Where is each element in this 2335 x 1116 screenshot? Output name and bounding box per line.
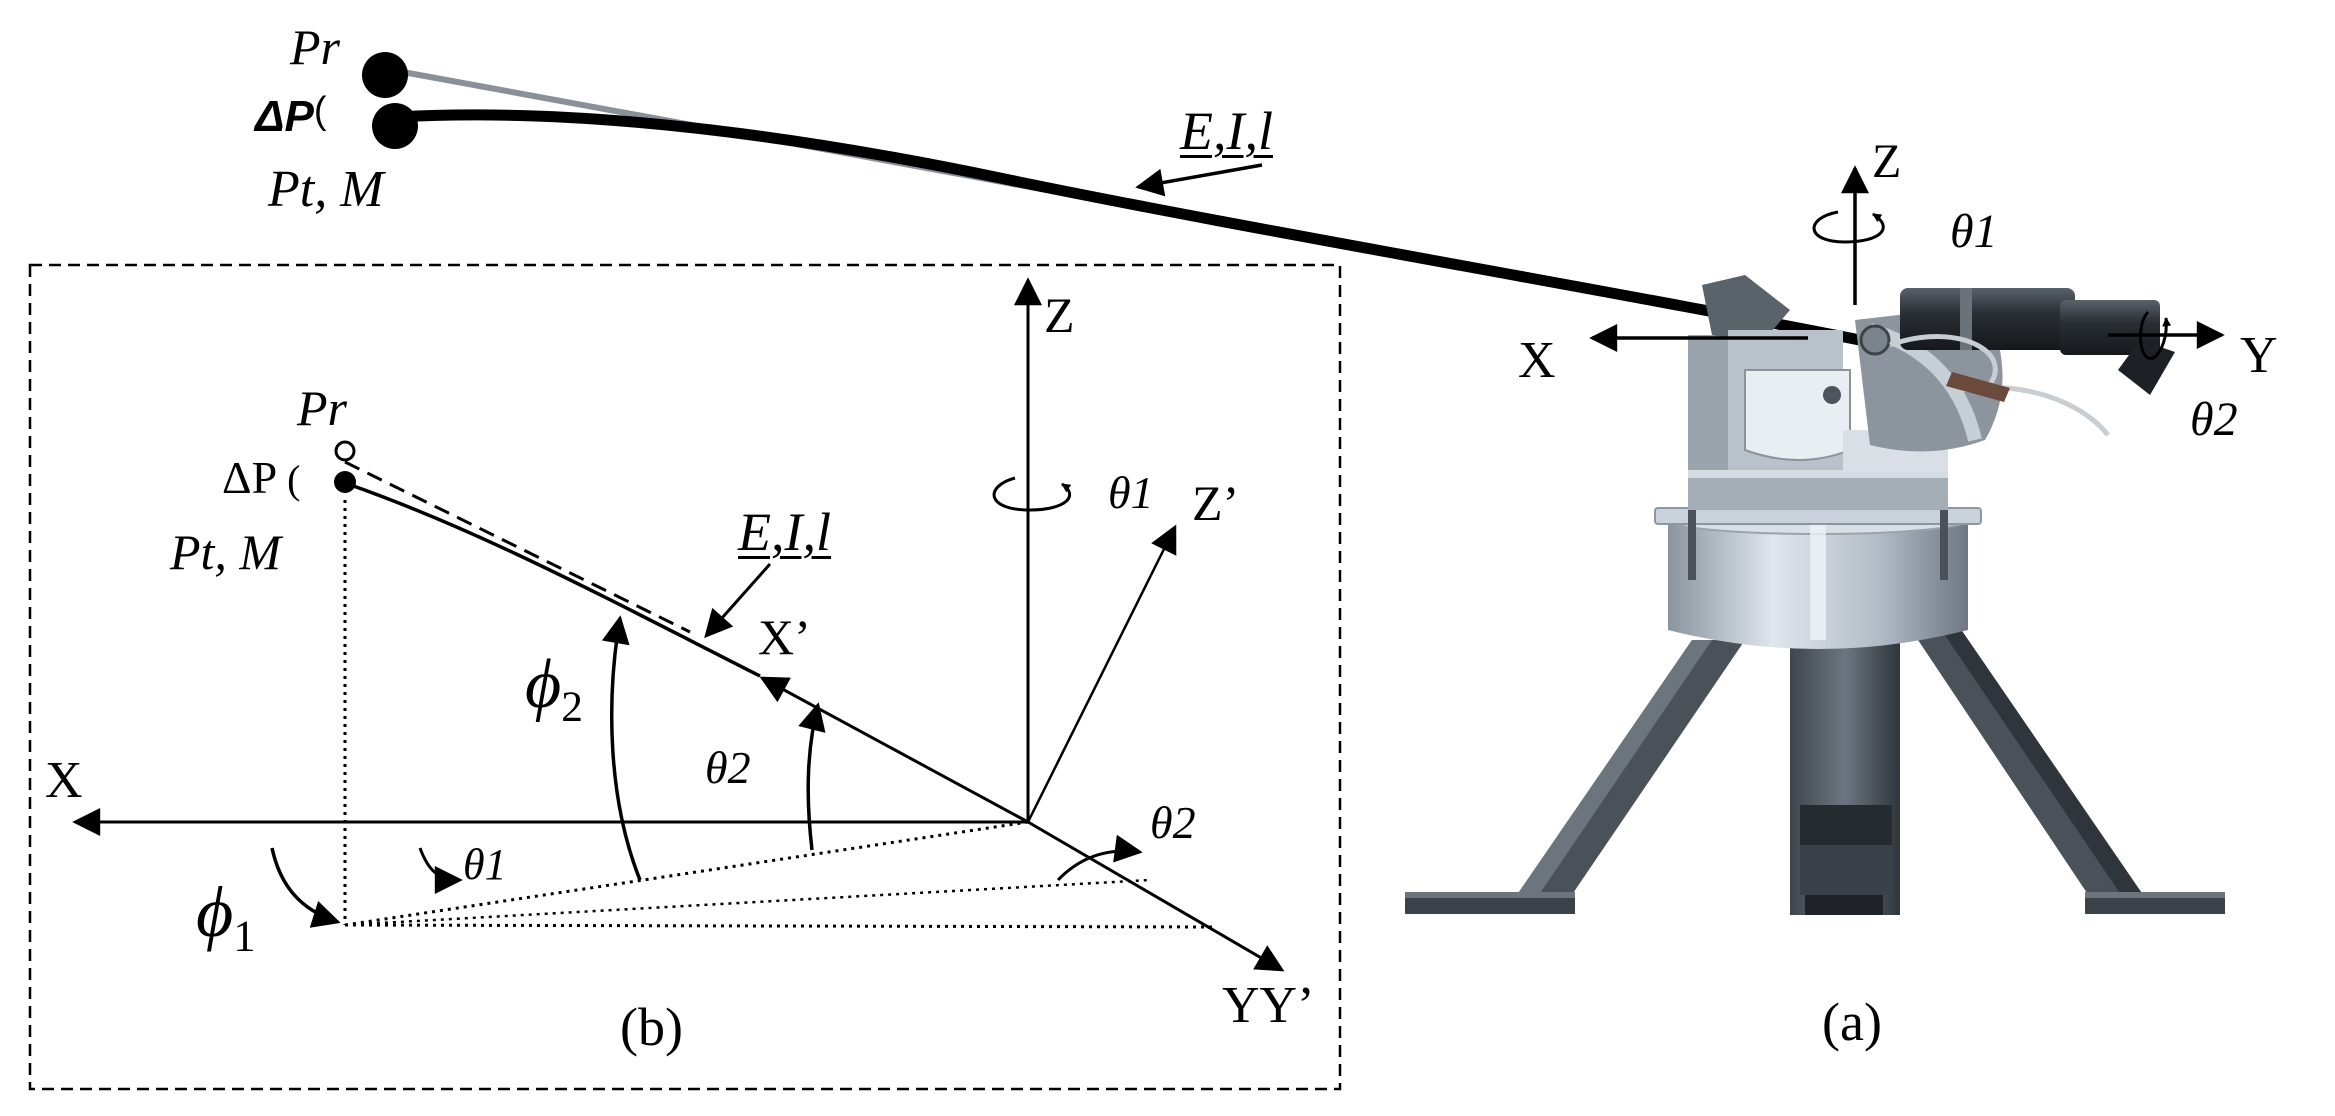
b-label-axis-z-prime: Z’ [1192, 475, 1240, 531]
a-label-point-delta-text: ΔP [255, 92, 314, 141]
b-label-point-delta-text: ΔP [222, 452, 278, 503]
point-target-marker [372, 103, 418, 149]
b-axis-xprime-arrow [759, 676, 1029, 824]
b-beam-label-pointer [704, 563, 772, 639]
a-label-axis-x: X [1518, 332, 1556, 389]
a-theta2-rotation-icon [2139, 310, 2172, 360]
b-label-phi1: ϕ1 [196, 876, 256, 958]
a-label-axis-y: Y [2240, 327, 2278, 384]
b-axis-zprime-arrow [1026, 524, 1177, 823]
beam-deflected-curve [392, 109, 1886, 350]
b-label-axis-x-prime: X’ [758, 609, 811, 665]
beam-label-pointer [1135, 163, 1263, 197]
b-theta2-rotation-icon [1056, 834, 1143, 882]
b-axis-yyprime-arrow [1027, 820, 1285, 972]
b-label-theta1-angle: θ1 [463, 840, 507, 889]
a-label-point-delta: ΔP( [255, 90, 327, 141]
b-phi2-arc [601, 615, 642, 881]
b-label-theta1-rotation: θ1 [1108, 467, 1154, 518]
b-ground-projection-pt [344, 820, 1029, 927]
b-label-axis-x: X [45, 752, 83, 809]
yoke-bracket [1688, 335, 1728, 470]
panel-a [362, 52, 2225, 915]
a-label-point-target: Pt, M [268, 161, 384, 218]
panel-b [28, 263, 1342, 1091]
a-caption: (a) [1822, 992, 1882, 1052]
b-beam-reference-dashed [344, 460, 691, 634]
a-label-theta1-text: θ1 [1950, 205, 1998, 258]
b-theta2-arc [798, 702, 826, 851]
b-ground-projection-y [344, 923, 1213, 929]
b-label-phi2: ϕ2 [525, 650, 583, 729]
b-point-target-marker [334, 471, 356, 493]
rotary-drum [1744, 369, 1851, 461]
b-label-phi2-symbol: ϕ [525, 646, 562, 723]
a-label-point-reference: Pr [290, 19, 340, 75]
a-theta1-rotation-icon [1812, 210, 1885, 244]
pan-tilt-turret [1688, 275, 2175, 472]
a-label-beam-props: E,I,l [1180, 101, 1273, 161]
b-label-point-target: Pt, M [170, 524, 282, 580]
b-beam-deflected-curve [344, 481, 761, 678]
b-caption: (b) [620, 997, 683, 1057]
b-label-point-delta: ΔP ( [222, 452, 301, 503]
a-label-theta1: θ1 [1950, 208, 1998, 256]
b-phi1-arc [270, 847, 341, 928]
b-label-axis-yyprime: YY’ [1222, 977, 1315, 1034]
a-label-theta2-text: θ2 [2190, 393, 2238, 446]
b-label-phi1-sub: 1 [233, 910, 256, 961]
b-label-beam-props: E,I,l [738, 502, 831, 562]
sensor-barrel [1900, 288, 2175, 395]
b-label-theta2-angle: θ2 [705, 742, 751, 793]
b-label-point-reference: Pr [297, 380, 347, 436]
a-label-axis-z: Z [1872, 135, 1902, 188]
b-label-phi2-sub: 2 [561, 682, 583, 731]
panel-b-frame [28, 263, 1342, 1091]
b-theta1-rotation-icon [992, 476, 1072, 512]
b-label-phi1-symbol: ϕ [196, 872, 234, 952]
a-label-theta2: θ2 [2190, 396, 2238, 444]
b-theta1-arc [418, 847, 463, 894]
point-reference-marker [362, 52, 408, 98]
b-point-reference-marker [334, 440, 356, 462]
b-label-axis-z: Z [1044, 287, 1075, 343]
tripod-mount [1405, 470, 2225, 915]
b-label-theta2-rotation: θ2 [1150, 797, 1196, 848]
